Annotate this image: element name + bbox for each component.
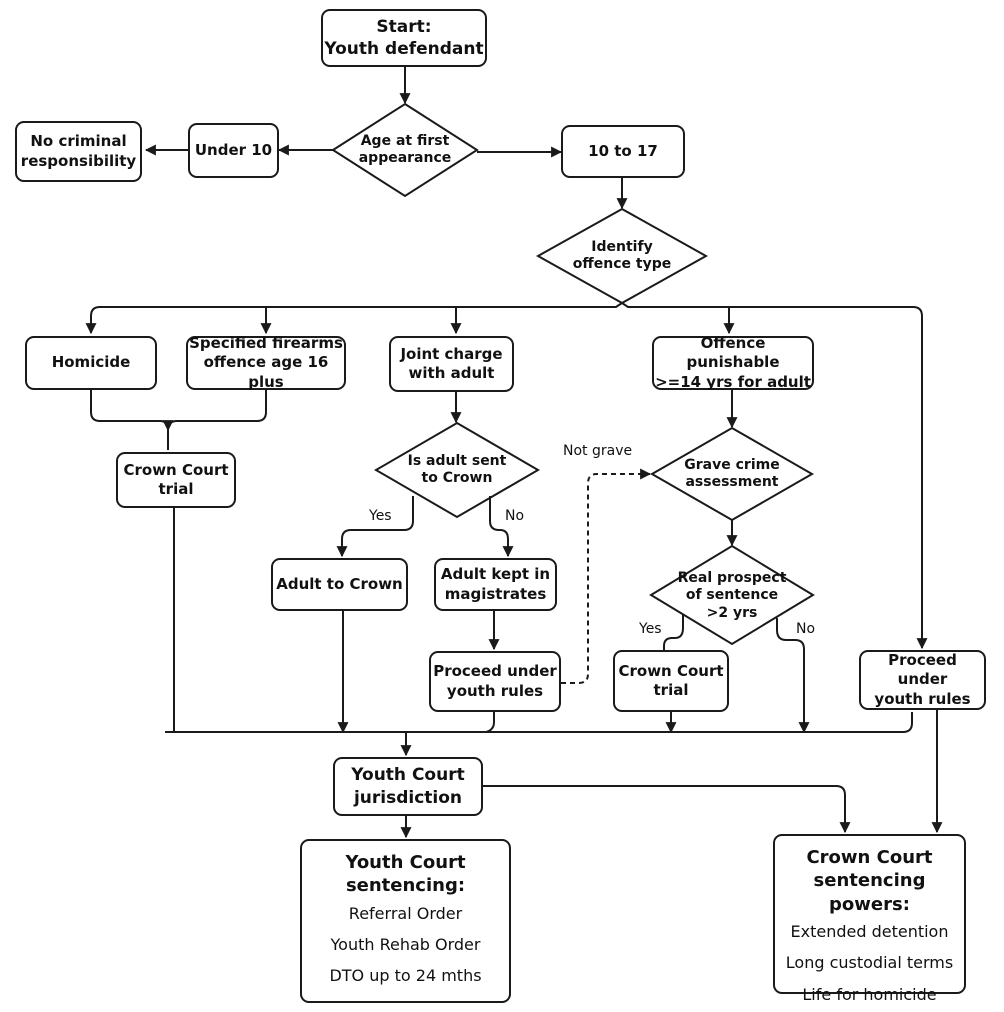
adult-to-crown-node: Adult to Crown bbox=[271, 558, 408, 611]
start-node-line1: Start: bbox=[376, 16, 432, 37]
crown-sentencing-item: Long custodial terms bbox=[785, 953, 954, 973]
edge-offence-bus bbox=[85, 302, 623, 335]
edge-label-no-prospect: No bbox=[796, 621, 816, 637]
crown-trial-left-line1: Crown Court bbox=[123, 460, 229, 479]
adult-kept-line2: magistrates bbox=[444, 584, 547, 603]
edge-adultsent-no bbox=[489, 496, 514, 558]
youth-sentencing-item: DTO up to 24 mths bbox=[329, 966, 482, 986]
edge-label-not-grave: Not grave bbox=[563, 443, 633, 459]
edge-prospect-yes bbox=[663, 614, 684, 650]
edge-bus-to-proceed-right bbox=[621, 302, 928, 650]
punishable-line1: Offence punishable bbox=[686, 333, 780, 372]
homicide-node: Homicide bbox=[25, 336, 157, 390]
youth-sentencing-item: Youth Rehab Order bbox=[330, 934, 481, 954]
youth-sentencing-title1: Youth Court bbox=[345, 852, 466, 873]
under-10-node: Under 10 bbox=[188, 123, 279, 178]
age-10-to-17-label: 10 to 17 bbox=[588, 141, 658, 160]
proceed-youth-right-line2: youth rules bbox=[874, 689, 971, 708]
age-decision-line2: appearance bbox=[358, 150, 452, 166]
adult-to-crown-label: Adult to Crown bbox=[276, 574, 403, 593]
youth-jurisdiction-line2: jurisdiction bbox=[353, 787, 463, 808]
joint-charge-line2: with adult bbox=[408, 364, 495, 382]
adult-sent-text: Is adult sent to Crown bbox=[387, 438, 527, 502]
crown-court-sentencing-node: Crown Court sentencing powers: Extended … bbox=[773, 834, 966, 1004]
homicide-label: Homicide bbox=[51, 353, 131, 372]
grave-crime-text: Grave crime assessment bbox=[662, 442, 802, 506]
real-prospect-line2: of sentence bbox=[685, 587, 779, 604]
youth-court-jurisdiction-node: Youth Court jurisdiction bbox=[333, 757, 483, 816]
proceed-youth-right-line1: Proceed under bbox=[888, 650, 957, 689]
firearms-line2: offence age 16 plus bbox=[203, 353, 329, 391]
joint-charge-line1: Joint charge bbox=[400, 344, 503, 363]
offence-type-line2: offence type bbox=[572, 256, 672, 272]
firearms-line1: Specified firearms bbox=[189, 333, 343, 352]
adult-sent-line2: to Crown bbox=[421, 470, 493, 486]
proceed-youth-mid-line2: youth rules bbox=[446, 681, 544, 700]
crown-trial-left-line2: trial bbox=[158, 480, 194, 498]
offence-type-text: Identify offence type bbox=[548, 224, 696, 288]
edge-label-yes-prospect: Yes bbox=[639, 621, 662, 637]
proceed-youth-mid-line1: Proceed under bbox=[433, 662, 557, 680]
adult-sent-line1: Is adult sent bbox=[407, 452, 507, 469]
youth-sentencing-item: Referral Order bbox=[348, 903, 463, 923]
crown-court-trial-left-node: Crown Court trial bbox=[116, 452, 236, 508]
under-10-label: Under 10 bbox=[194, 140, 273, 159]
start-node-line2: Youth defendant bbox=[324, 39, 484, 59]
real-prospect-line1: Real prospect bbox=[677, 569, 787, 586]
firearms-node: Specified firearms offence age 16 plus bbox=[186, 333, 346, 391]
crown-sentencing-title1: Crown Court bbox=[806, 847, 933, 868]
crown-court-trial-right-node: Crown Court trial bbox=[613, 650, 729, 712]
age-decision-text: Age at first appearance bbox=[338, 118, 472, 182]
edge-proceed-mid-down bbox=[485, 712, 495, 733]
youth-sentencing-title2: sentencing: bbox=[345, 875, 466, 897]
no-criminal-line2: responsibility bbox=[20, 151, 137, 170]
crown-trial-right-line2: trial bbox=[653, 681, 689, 699]
real-prospect-line3: >2 yrs bbox=[706, 604, 758, 621]
edge-homicide-firearms-merge bbox=[90, 390, 267, 450]
grave-crime-line1: Grave crime bbox=[684, 456, 780, 473]
age-decision-diamond bbox=[331, 102, 479, 198]
punishable-line2: >=14 yrs for adult bbox=[655, 372, 811, 391]
no-criminal-responsibility-node: No criminal responsibility bbox=[15, 121, 142, 182]
age-10-to-17-node: 10 to 17 bbox=[561, 125, 685, 178]
youth-jurisdiction-line1: Youth Court bbox=[351, 765, 465, 786]
joint-charge-node: Joint charge with adult bbox=[389, 336, 514, 392]
edge-collector-bus bbox=[165, 712, 913, 733]
edge-jurisdiction-to-crown-sentencing bbox=[483, 785, 851, 834]
real-prospect-diamond bbox=[649, 544, 815, 646]
no-criminal-line1: No criminal bbox=[30, 132, 127, 150]
adult-sent-diamond bbox=[374, 421, 540, 519]
edge-adultsent-yes bbox=[336, 496, 414, 558]
adult-kept-line1: Adult kept in bbox=[440, 565, 551, 583]
edge-prospect-no bbox=[776, 618, 810, 734]
crown-sentencing-title2: sentencing powers: bbox=[813, 870, 926, 915]
start-node: Start: Youth defendant bbox=[321, 9, 487, 67]
proceed-youth-mid-node: Proceed under youth rules bbox=[429, 651, 561, 712]
edge-label-yes-adult: Yes bbox=[369, 508, 392, 524]
adult-kept-node: Adult kept in magistrates bbox=[434, 558, 557, 611]
edge-not-grave-dashed bbox=[561, 468, 652, 684]
offence-type-line1: Identify bbox=[591, 238, 653, 255]
youth-court-sentencing-node: Youth Court sentencing: Referral Order Y… bbox=[300, 839, 511, 1003]
real-prospect-text: Real prospect of sentence >2 yrs bbox=[662, 560, 802, 632]
proceed-youth-right-node: Proceed under youth rules bbox=[859, 650, 986, 710]
age-decision-line1: Age at first bbox=[360, 132, 450, 149]
crown-sentencing-item: Life for homicide bbox=[802, 984, 937, 1004]
grave-crime-line2: assessment bbox=[685, 474, 779, 490]
crown-sentencing-item: Extended detention bbox=[790, 922, 949, 942]
crown-trial-right-line1: Crown Court bbox=[618, 661, 724, 680]
punishable-node: Offence punishable >=14 yrs for adult bbox=[652, 333, 814, 391]
edge-label-no-adult: No bbox=[505, 508, 525, 524]
